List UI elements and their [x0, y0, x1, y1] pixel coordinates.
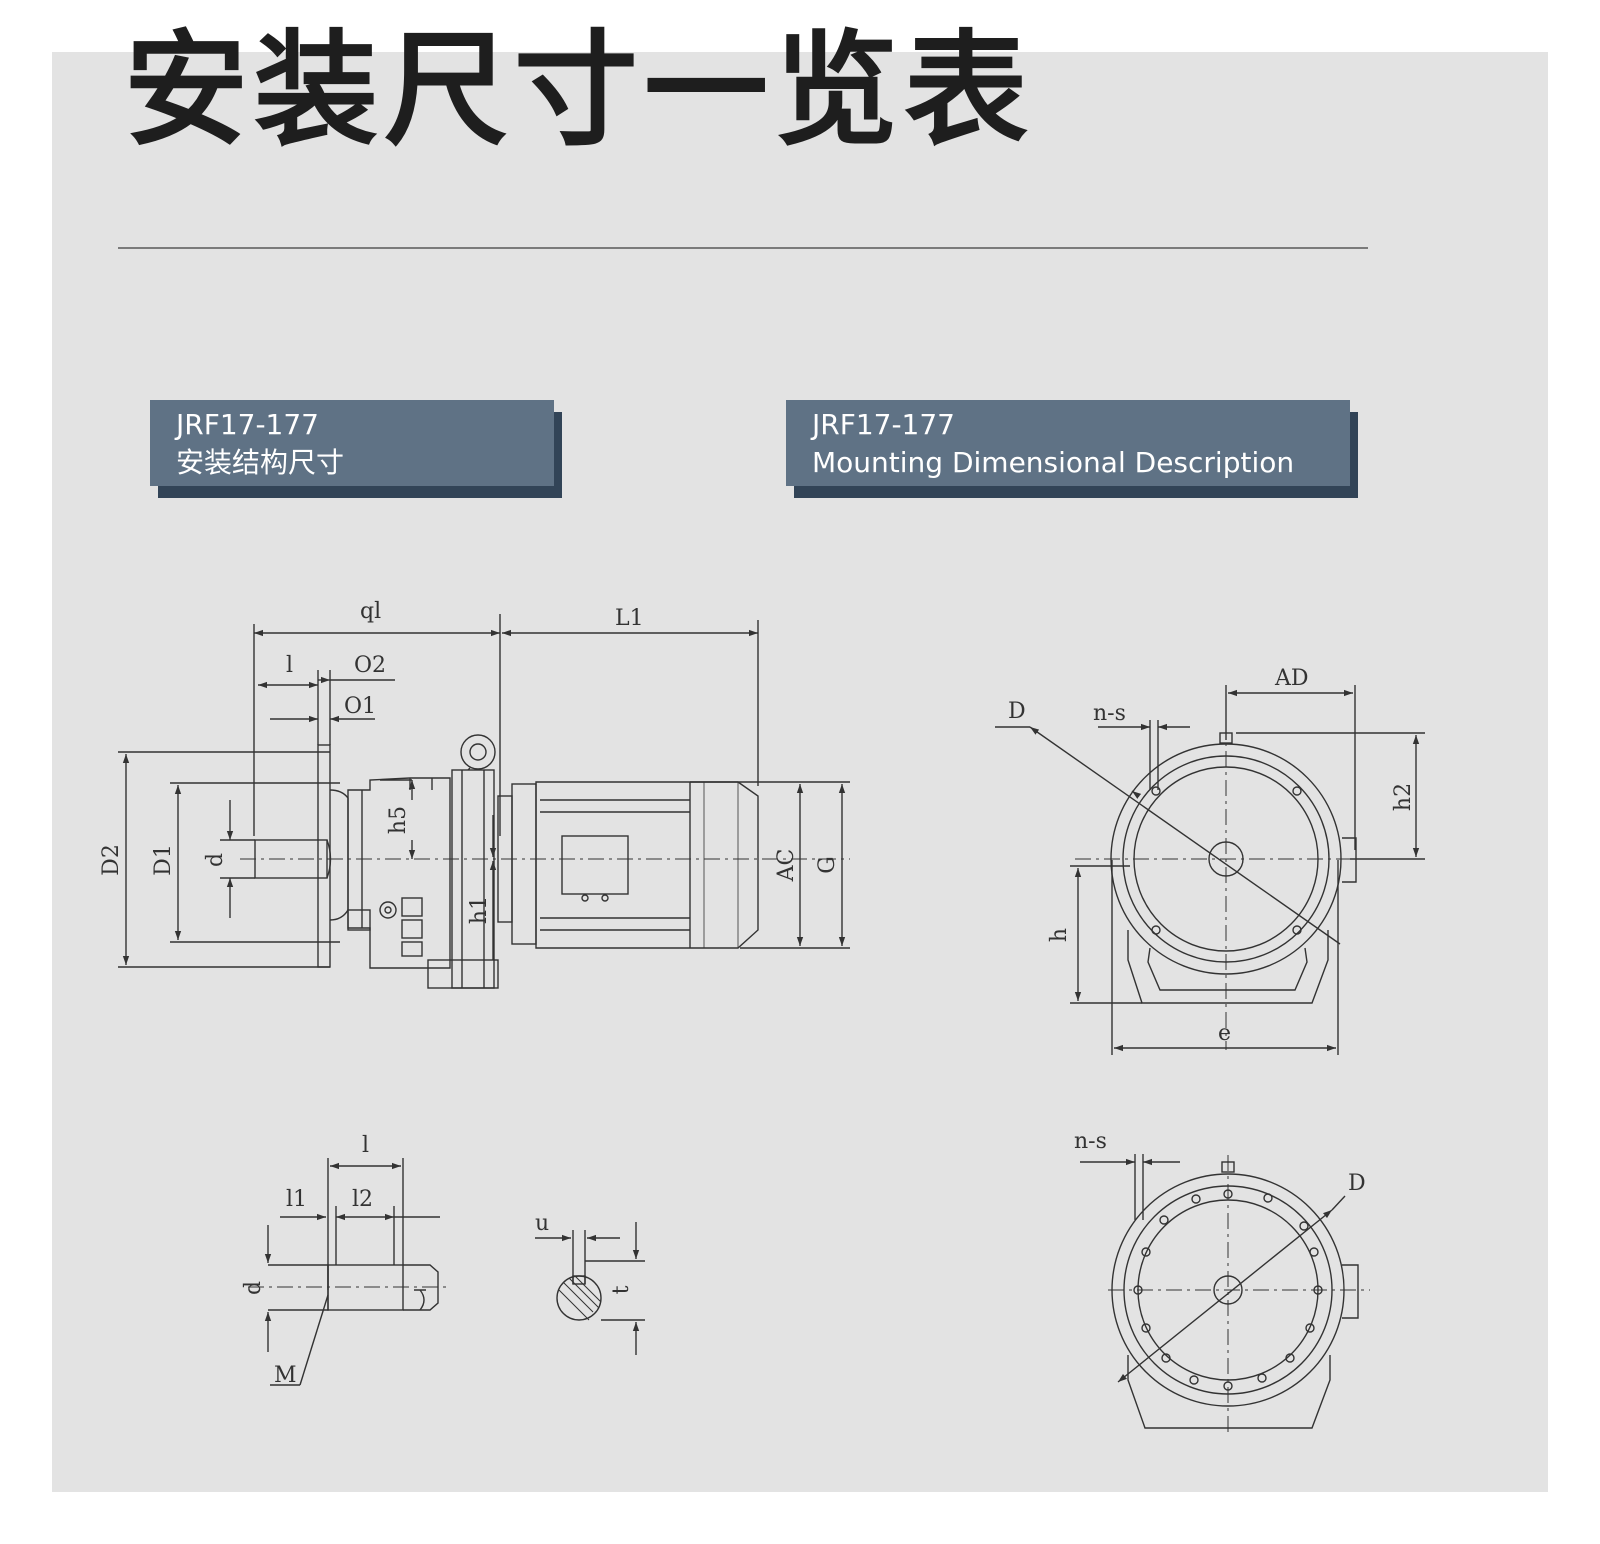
label-l: l: [286, 653, 293, 678]
header-left-subtitle: 安装结构尺寸: [176, 446, 345, 479]
label-h2: h2: [1391, 783, 1416, 811]
label-flange-ns: n-s: [1074, 1129, 1107, 1154]
label-G: G: [815, 856, 840, 874]
label-D: D: [1008, 699, 1026, 724]
front-view-drawing: [995, 685, 1425, 1055]
label-h5: h5: [386, 806, 411, 834]
header-right-model: JRF17-177: [812, 408, 955, 441]
shaft-detail-drawing: [248, 1158, 450, 1386]
label-flange-D: D: [1348, 1171, 1366, 1196]
label-ns: n-s: [1093, 701, 1126, 726]
label-D1: D1: [151, 844, 176, 876]
header-right-subtitle: Mounting Dimensional Description: [812, 446, 1295, 479]
label-D2: D2: [99, 844, 124, 876]
header-left-model: JRF17-177: [176, 408, 319, 441]
label-h1: h1: [467, 896, 492, 924]
label-e: e: [1218, 1021, 1231, 1046]
title-divider: [118, 247, 1368, 249]
label-h: h: [1047, 928, 1072, 942]
side-view-labels: ql L1 l O2 O1 D2 D1 d h5 h1 AC G: [99, 599, 840, 924]
label-key-u: u: [535, 1211, 549, 1236]
label-shaft-l1: l1: [286, 1187, 307, 1212]
label-AC: AC: [774, 849, 799, 883]
label-shaft-M: M: [274, 1363, 297, 1388]
label-shaft-d: d: [241, 1281, 266, 1295]
label-O1: O1: [344, 694, 376, 719]
shaft-detail-labels: l l1 l2 d M: [241, 1133, 373, 1388]
flange-view-labels: n-s D: [1074, 1129, 1366, 1196]
flange-view-drawing: [1080, 1154, 1370, 1435]
label-d: d: [203, 853, 228, 867]
header-tag-right-box: JRF17-177 Mounting Dimensional Descripti…: [786, 400, 1350, 486]
key-section-drawing: [535, 1222, 645, 1355]
label-key-t: t: [609, 1285, 634, 1294]
label-shaft-l: l: [362, 1133, 369, 1158]
front-view-labels: AD D n-s h2 h e: [1008, 666, 1416, 1046]
label-shaft-l2: l2: [352, 1187, 373, 1212]
header-tag-left-box: JRF17-177 安装结构尺寸: [150, 400, 554, 486]
label-AD: AD: [1274, 666, 1309, 691]
key-section-labels: u t: [535, 1211, 634, 1294]
label-O2: O2: [354, 653, 386, 678]
label-q1: ql: [360, 599, 381, 624]
side-view-drawing: [118, 614, 850, 989]
page-title: 安装尺寸一览表: [124, 19, 1035, 163]
label-L1: L1: [615, 606, 644, 631]
